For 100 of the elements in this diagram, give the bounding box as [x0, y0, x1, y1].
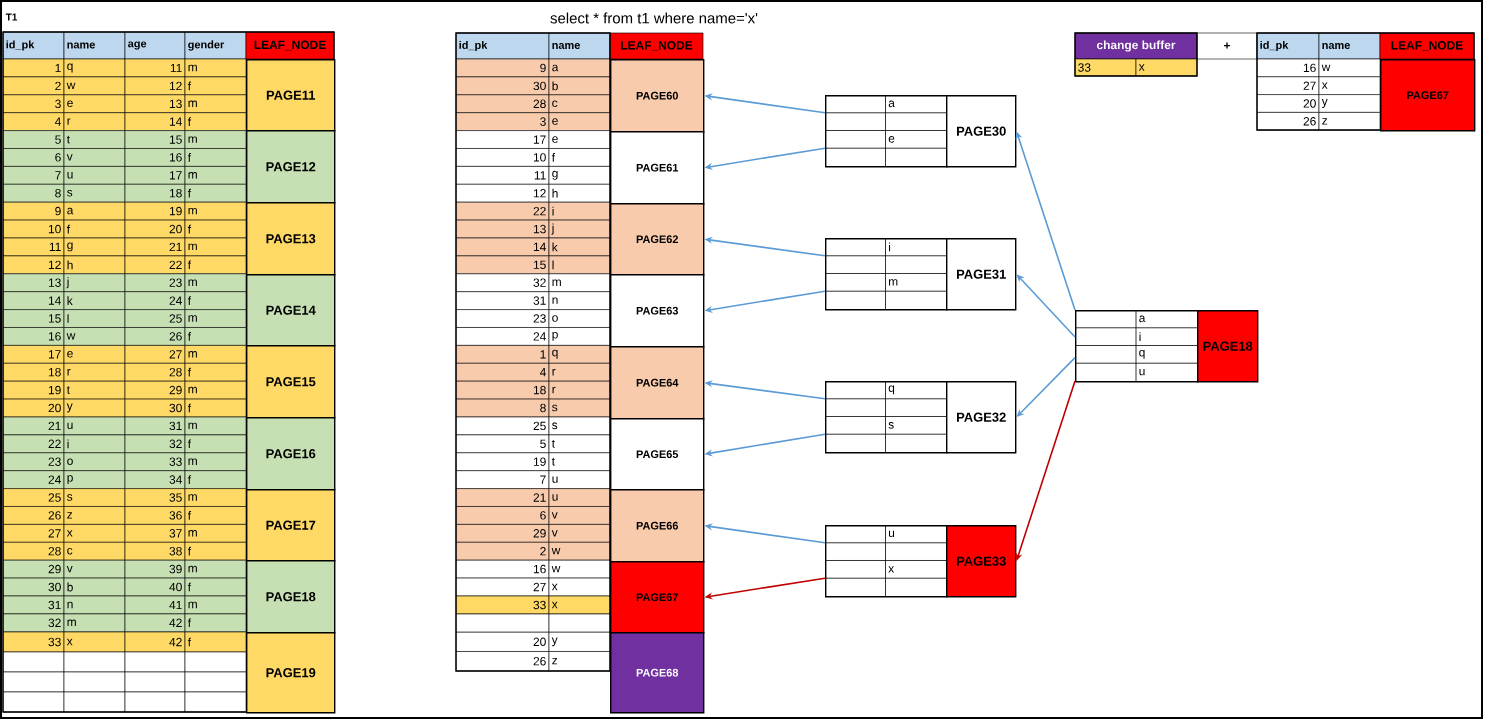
table-cell: 11 — [2, 237, 65, 257]
header-cell: LEAF_NODE — [609, 32, 704, 60]
index-key-grid: i m — [824, 237, 948, 311]
table-cell: 42 — [124, 631, 186, 653]
table-cell: a — [63, 201, 126, 221]
table-cell: 32 — [124, 434, 186, 454]
page-cell: PAGE17 — [246, 489, 336, 562]
table-cell: m — [184, 201, 247, 221]
table-cell: 24 — [124, 291, 186, 310]
table-cell: 12 — [124, 76, 186, 96]
page-cell: PAGE13 — [246, 202, 336, 276]
table-cell: 20 — [1256, 94, 1320, 113]
table-cell: r — [63, 363, 126, 382]
table-cell: 4 — [2, 112, 65, 131]
table-cell: 20 — [124, 219, 186, 239]
table-cell: i — [548, 201, 611, 221]
table-cell: 27 — [1256, 76, 1320, 95]
table-cell: c — [63, 542, 126, 561]
page-cell: PAGE61 — [610, 131, 705, 205]
table-cell: 9 — [2, 201, 65, 221]
table-cell: f — [548, 148, 611, 167]
table-cell: u — [548, 488, 611, 507]
table-cell: u — [548, 470, 611, 489]
table-cell: g — [63, 237, 126, 257]
table-cell: c — [548, 94, 611, 113]
table-cell: f — [184, 470, 247, 489]
page-cell: PAGE68 — [610, 632, 705, 714]
table-cell: 6 — [2, 148, 65, 167]
table-cell: 4 — [455, 363, 550, 382]
table-cell: r — [548, 363, 611, 382]
table-cell: f — [184, 291, 247, 310]
table-cell: 13 — [2, 273, 65, 292]
table-cell: 7 — [2, 166, 65, 185]
table-cell: n — [63, 595, 126, 615]
table-cell: 28 — [2, 542, 65, 561]
table-cell: 24 — [455, 327, 550, 346]
table-cell: 7 — [455, 470, 550, 489]
table-cell: 27 — [2, 524, 65, 543]
table-cell: g — [548, 166, 611, 185]
header-cell: LEAF_NODE — [1379, 32, 1475, 60]
table-cell: 13 — [455, 219, 550, 239]
table-cell: x — [63, 631, 126, 653]
table-cell: m — [184, 273, 247, 292]
table-cell: f — [184, 219, 247, 239]
table-cell: 31 — [455, 291, 550, 310]
table-cell: 11 — [455, 166, 550, 185]
table-cell: f — [184, 506, 247, 525]
index-key-grid: q s — [824, 380, 948, 454]
table-cell: 29 — [2, 559, 65, 579]
table-cell: v — [63, 559, 126, 579]
table-cell: m — [184, 559, 247, 579]
table-cell: 15 — [124, 130, 186, 149]
table-cell: 42 — [124, 613, 186, 633]
table-cell: m — [63, 613, 126, 633]
table-cell: m — [184, 166, 247, 185]
page-cell: PAGE18 — [1197, 310, 1259, 383]
page-cell: PAGE14 — [246, 274, 336, 347]
table-cell: i — [63, 434, 126, 454]
page-cell: PAGE63 — [610, 274, 705, 348]
table-cell: t — [63, 380, 126, 400]
table-cell: 30 — [2, 577, 65, 597]
table-cell: e — [548, 112, 611, 131]
page-cell: PAGE18 — [246, 560, 336, 634]
table-cell: o — [548, 309, 611, 328]
table-cell: 38 — [124, 542, 186, 561]
table-cell: w — [1318, 58, 1381, 78]
table-cell: x — [1318, 76, 1381, 95]
page-cell: PAGE15 — [246, 345, 336, 419]
table-cell: w — [63, 76, 126, 96]
table-cell: f — [184, 542, 247, 561]
table-cell: 40 — [124, 577, 186, 597]
table-cell: e — [63, 94, 126, 113]
table-cell: 26 — [124, 327, 186, 346]
table-cell: 21 — [455, 488, 550, 507]
table-cell: f — [63, 219, 126, 239]
table-cell: 27 — [124, 345, 186, 364]
table-cell: f — [184, 148, 247, 167]
table-cell: f — [184, 363, 247, 382]
table-cell: m — [184, 309, 247, 328]
table-cell: 6 — [455, 506, 550, 525]
table-cell: 26 — [2, 506, 65, 525]
table-cell: 36 — [124, 506, 186, 525]
page-cell: PAGE62 — [610, 203, 705, 276]
table-cell: m — [184, 488, 247, 507]
table-cell: e — [548, 130, 611, 149]
table-cell: 18 — [124, 184, 186, 203]
table-cell: 25 — [455, 416, 550, 436]
index-key-grid: a e — [824, 94, 948, 168]
index-key-grid: a i q u — [1074, 309, 1199, 383]
table-cell: 1 — [2, 58, 65, 78]
query-title: select * from t1 where name='x' — [549, 11, 759, 25]
table-cell: u — [63, 166, 126, 185]
table-cell: 26 — [1256, 112, 1320, 131]
table-cell: j — [548, 219, 611, 239]
arrow — [1016, 274, 1076, 338]
table-cell: 18 — [455, 380, 550, 400]
table-cell: 28 — [124, 363, 186, 382]
table-cell: z — [1318, 112, 1381, 131]
page-cell: PAGE65 — [610, 418, 705, 491]
table-cell: 32 — [455, 273, 550, 292]
